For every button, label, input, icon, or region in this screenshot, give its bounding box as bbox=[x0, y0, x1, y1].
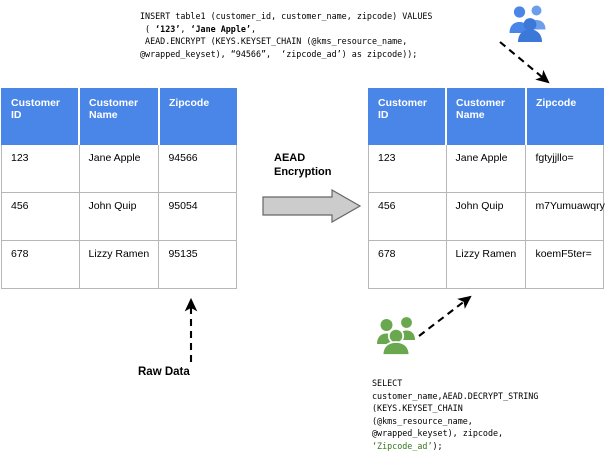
insert-query-line-2-separator: , bbox=[180, 23, 191, 34]
header-line-2: ID bbox=[11, 109, 22, 121]
insert-query-line-4: @wrapped_keyset), “94566”, ‘zipcode_ad’)… bbox=[140, 48, 418, 59]
header-line-2: Name bbox=[456, 109, 485, 121]
header-line-1: Zipcode bbox=[168, 97, 210, 109]
insert-flow-arrow bbox=[499, 41, 550, 84]
header-line-1: Customer bbox=[378, 97, 428, 109]
cell-customer-id: 678 bbox=[1, 240, 80, 289]
cell-customer-id: 456 bbox=[368, 192, 447, 241]
header-line-2: Name bbox=[89, 109, 118, 121]
aead-encryption-arrow bbox=[262, 189, 361, 223]
cell-zipcode: m7Yumuawqry bbox=[525, 192, 605, 241]
header-line-1: Zipcode bbox=[535, 97, 577, 109]
raw-data-caption: Raw Data bbox=[138, 366, 190, 378]
cell-zipcode: 95054 bbox=[158, 192, 237, 241]
column-header-zipcode: Zipcode bbox=[524, 88, 604, 145]
header-line-1: Customer bbox=[11, 97, 61, 109]
insert-query-line-2-prefix: ( bbox=[140, 23, 156, 34]
cell-customer-id: 123 bbox=[368, 144, 447, 193]
table-row: 678 Lizzy Ramen koemF5ter= bbox=[368, 240, 604, 289]
table-row: 123 Jane Apple fgtyjjllo= bbox=[368, 144, 604, 193]
cell-zipcode: fgtyjjllo= bbox=[525, 144, 604, 193]
select-query-line-5: @wrapped_keyset), zipcode, bbox=[372, 428, 504, 439]
cell-customer-name: Jane Apple bbox=[445, 144, 527, 193]
insert-query-line-1: INSERT table1 (customer_id, customer_nam… bbox=[140, 11, 433, 21]
header-line-2: ID bbox=[378, 109, 389, 121]
insert-query-line-3: AEAD.ENCRYPT (KEYS.KEYSET_CHAIN (@kms_re… bbox=[140, 36, 408, 47]
select-flow-arrow bbox=[418, 295, 472, 337]
insert-query-text: INSERT table1 (customer_id, customer_nam… bbox=[140, 10, 432, 60]
insert-query-line-2-suffix: , bbox=[250, 23, 257, 34]
cell-customer-name: Jane Apple bbox=[78, 144, 160, 193]
cell-customer-id: 123 bbox=[1, 144, 80, 193]
cell-customer-id: 456 bbox=[1, 192, 80, 241]
cell-zipcode: 94566 bbox=[158, 144, 237, 193]
people-group-icon-writer bbox=[509, 5, 546, 42]
header-line-1: Customer bbox=[456, 97, 506, 109]
table-row: 456 John Quip 95054 bbox=[1, 192, 237, 241]
select-query-literal-zipcode-ad: ‘Zipcode_ad’ bbox=[372, 440, 433, 451]
cell-customer-id: 678 bbox=[368, 240, 447, 289]
cell-customer-name: Lizzy Ramen bbox=[78, 240, 160, 289]
people-group-icon-reader bbox=[377, 317, 415, 355]
cell-customer-name: John Quip bbox=[78, 192, 160, 241]
select-query-line-3: (KEYS.KEYSET_CHAIN bbox=[372, 403, 463, 414]
cell-zipcode: 95135 bbox=[158, 240, 237, 289]
select-query-line-4: (@kms_resource_name, bbox=[372, 415, 473, 426]
header-line-1: Customer bbox=[89, 97, 139, 109]
select-query-text: SELECT customer_name,AEAD.DECRYPT_STRING… bbox=[372, 377, 538, 453]
insert-query-literal-customer-id: ‘123’ bbox=[155, 23, 181, 34]
column-header-zipcode: Zipcode bbox=[157, 88, 237, 145]
aead-encryption-label: AEAD Encryption bbox=[274, 152, 332, 178]
table-row: 123 Jane Apple 94566 bbox=[1, 144, 237, 193]
select-query-line-6-tail: ); bbox=[432, 440, 443, 451]
cell-customer-name: John Quip bbox=[445, 192, 527, 241]
cell-customer-name: Lizzy Ramen bbox=[445, 240, 527, 289]
table-row: 456 John Quip m7Yumuawqry bbox=[368, 192, 605, 241]
select-query-line-1: SELECT bbox=[372, 378, 403, 388]
insert-query-literal-customer-name: ‘Jane Apple’ bbox=[190, 23, 251, 34]
table-row: 678 Lizzy Ramen 95135 bbox=[1, 240, 237, 289]
cell-zipcode: koemF5ter= bbox=[525, 240, 604, 289]
select-query-line-2: customer_name,AEAD.DECRYPT_STRING bbox=[372, 390, 539, 401]
